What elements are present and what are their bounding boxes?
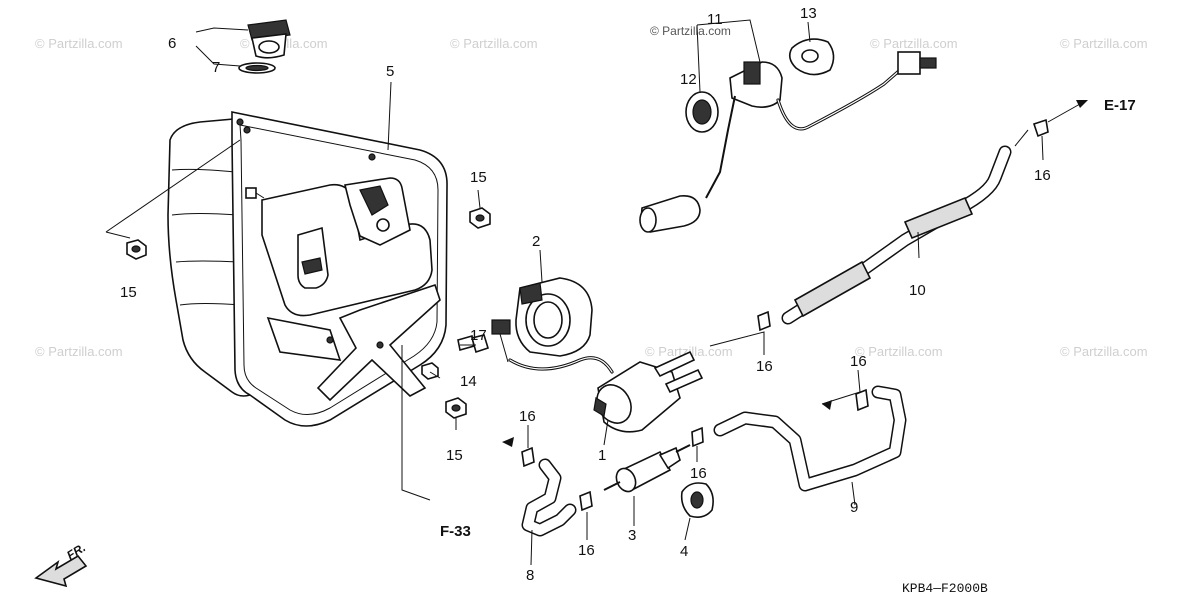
fuel-sender-drawing: [639, 38, 937, 233]
callout-3: 3: [628, 527, 636, 544]
callout-4: 4: [680, 543, 688, 560]
callout-5: 5: [386, 63, 394, 80]
callout-8: 8: [526, 567, 534, 584]
watermark: © Partzilla.com: [645, 344, 733, 359]
callout-2: 2: [532, 233, 540, 250]
callout-14: 14: [460, 373, 477, 390]
callout-15: 15: [120, 284, 137, 301]
watermark: © Partzilla.com: [35, 344, 123, 359]
callout-10: 10: [909, 282, 926, 299]
callout-6: 6: [168, 35, 176, 52]
callout-1: 1: [598, 447, 606, 464]
callout-13: 13: [800, 5, 817, 22]
callout-11: 11: [707, 11, 723, 28]
watermark: © Partzilla.com: [1060, 344, 1148, 359]
leader-lines: [34, 19, 1088, 588]
diagram-code: KPB4—F2000B: [902, 581, 988, 596]
callout-labels: 1 2 3 4 5 6 7 8 9 10 11 12 13 14 15 15 1…: [120, 5, 1051, 584]
direction-label: FR.: [64, 540, 88, 562]
fuel-pump-drawing: [491, 277, 704, 433]
watermark: © Partzilla.com: [1060, 36, 1148, 51]
watermark: © Partzilla.com: [35, 36, 123, 51]
callout-16: 16: [850, 353, 867, 370]
front-direction-arrow: [34, 554, 88, 588]
watermark: © Partzilla.com: [855, 344, 943, 359]
watermark: © Partzilla.com: [870, 36, 958, 51]
callout-16: 16: [1034, 167, 1051, 184]
callout-16: 16: [756, 358, 773, 375]
callout-9: 9: [850, 499, 858, 516]
callout-7: 7: [212, 59, 220, 76]
nut-drawings: [126, 207, 491, 419]
watermark: © Partzilla.com: [650, 24, 731, 38]
filler-cap-drawing: [238, 19, 291, 74]
hose-drawings: [521, 118, 1049, 537]
watermark: © Partzilla.com: [450, 36, 538, 51]
reference-f33: F-33: [440, 523, 471, 540]
callout-15: 15: [446, 447, 463, 464]
callout-17: 17: [470, 327, 487, 344]
callout-16: 16: [519, 408, 536, 425]
reference-e17: E-17: [1104, 97, 1136, 114]
callout-12: 12: [680, 71, 697, 88]
fuel-tank-drawing: [167, 111, 448, 427]
callout-16: 16: [578, 542, 595, 559]
callout-16: 16: [690, 465, 707, 482]
callout-15: 15: [470, 169, 487, 186]
